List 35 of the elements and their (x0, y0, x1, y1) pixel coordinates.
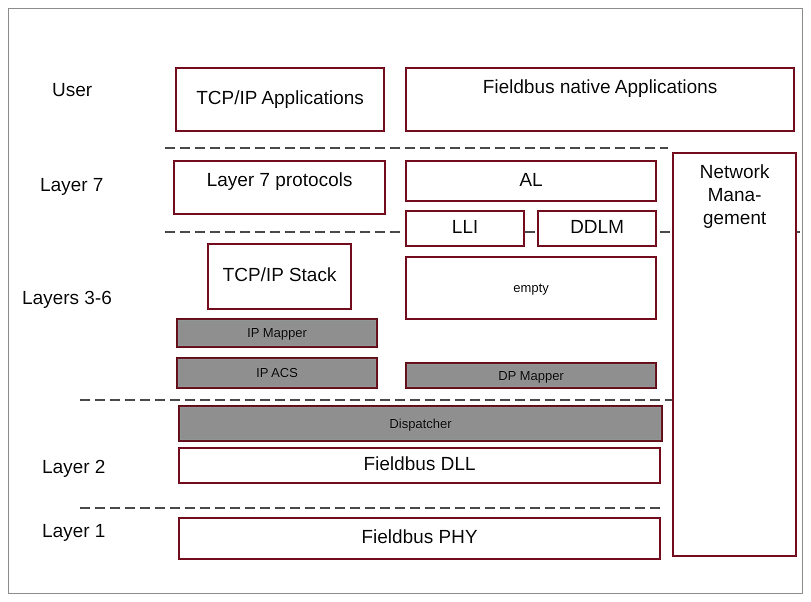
box-label: Fieldbus DLL (364, 454, 476, 477)
box-label: IP ACS (256, 365, 298, 381)
box-label: Dispatcher (389, 416, 452, 432)
box-label: Network Mana- gement (698, 162, 770, 230)
layer-box (405, 160, 657, 202)
shaded-layer-box (176, 318, 378, 348)
layer-box (537, 210, 657, 247)
layer-box (405, 210, 525, 247)
layer-box (175, 67, 385, 132)
box-label: TCP/IP Applications (196, 88, 364, 111)
layer-label: Layer 2 (42, 457, 106, 479)
shaded-layer-box (178, 405, 663, 442)
box-label: DDLM (570, 217, 624, 240)
layer-label: User (52, 80, 92, 102)
layer-box (207, 243, 352, 310)
shaded-layer-box (176, 357, 378, 389)
layer-box (178, 517, 661, 560)
box-label: LLI (452, 217, 478, 240)
layer-label: Layer 7 (40, 175, 104, 197)
layer-box (405, 67, 795, 132)
box-label: AL (519, 170, 543, 192)
shaded-layer-box (405, 362, 657, 389)
box-label: Layer 7 protocols (206, 170, 352, 193)
layer-label: Layer 1 (42, 521, 106, 543)
box-label: Fieldbus native Applications (482, 77, 718, 100)
box-label: Fieldbus PHY (361, 527, 478, 550)
box-label: empty (513, 280, 549, 296)
box-label: TCP/IP Stack (222, 265, 336, 288)
layer-box (672, 152, 797, 557)
box-label: IP Mapper (247, 325, 307, 341)
layer-box (178, 447, 661, 484)
layer-box (405, 256, 657, 320)
layer-label: Layers 3-6 (22, 288, 112, 310)
box-label: DP Mapper (498, 368, 564, 384)
layer-box (173, 160, 386, 215)
